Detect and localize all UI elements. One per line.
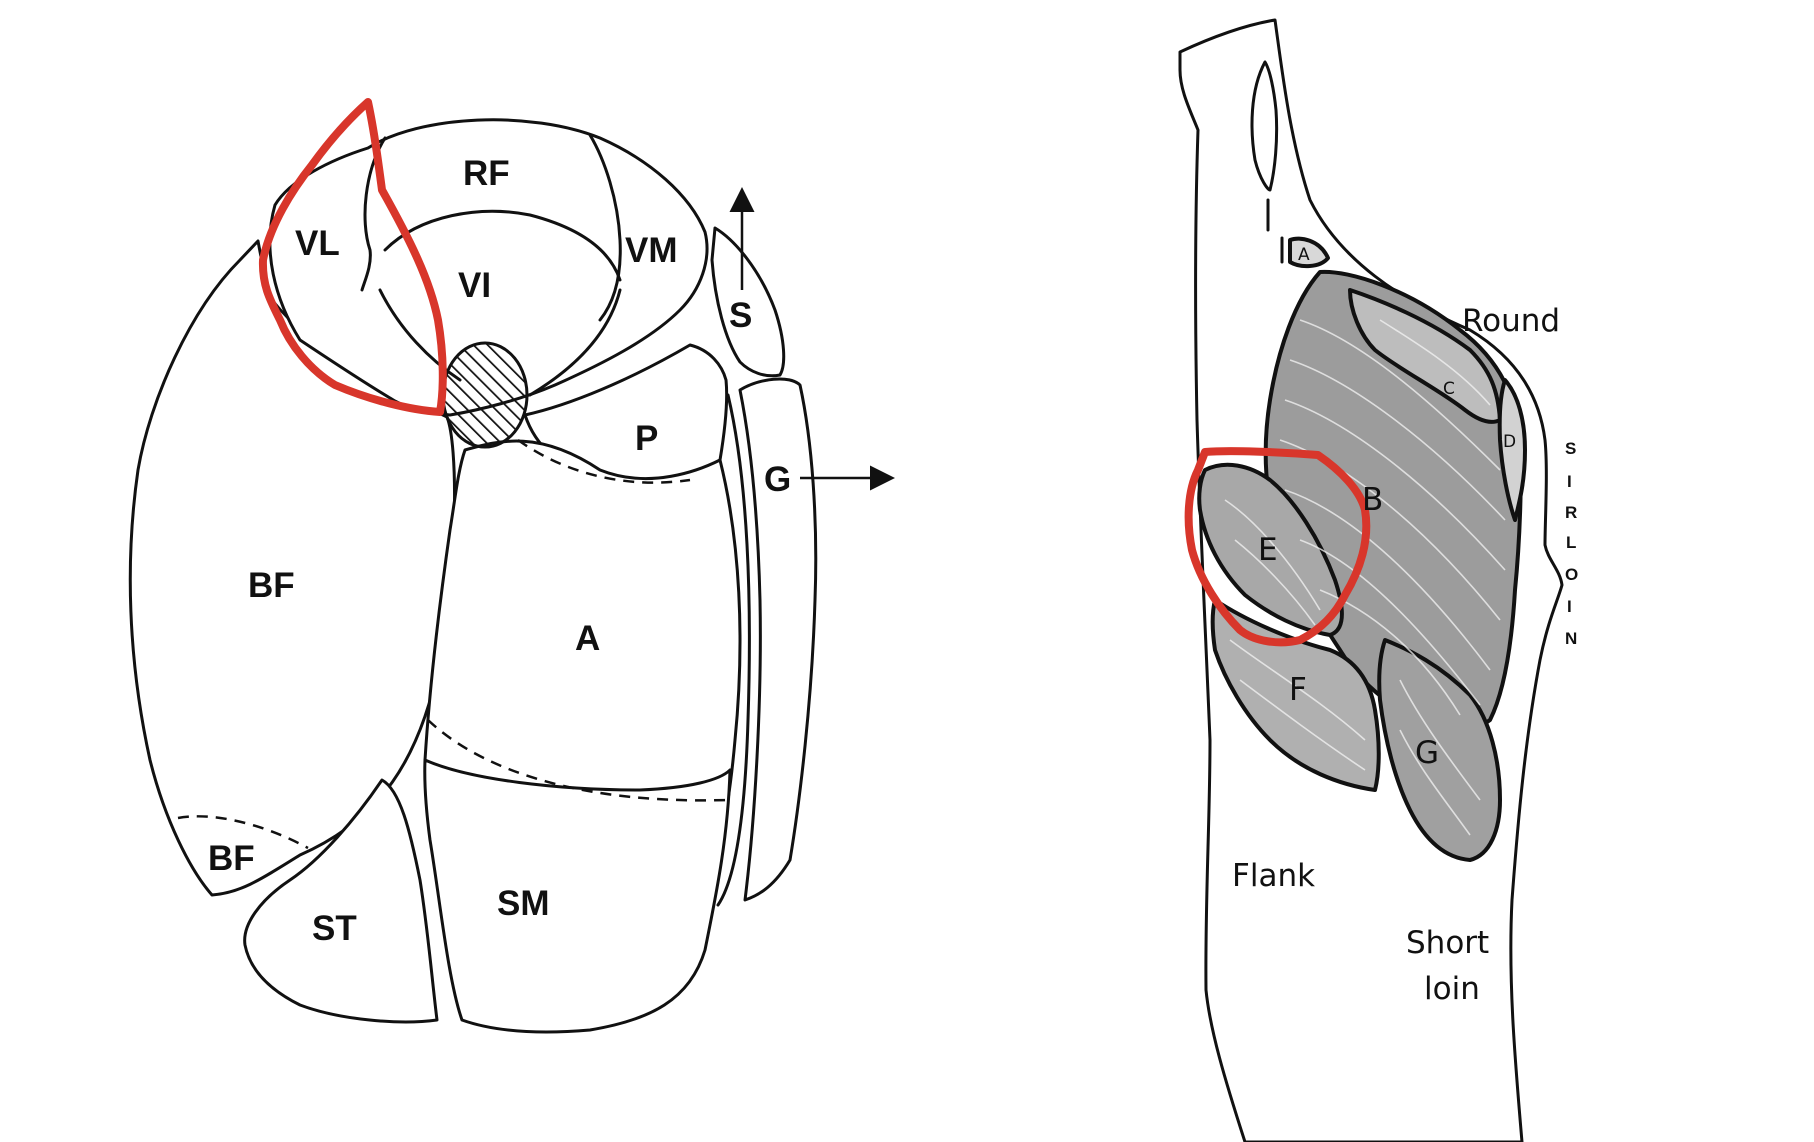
label-sirloin-letter: I — [1567, 597, 1572, 616]
cross-section-figure: RF VL VI VM S P G BF A BF ST SM — [128, 98, 895, 1034]
label-sirloin-letter: N — [1565, 629, 1577, 648]
label-flank: Flank — [1232, 858, 1315, 894]
boundary-g-inner — [716, 393, 751, 907]
label-bf-small: BF — [208, 839, 255, 878]
muscle-st — [243, 778, 439, 1024]
muscle-side-d — [1497, 378, 1527, 522]
label-side-g: G — [1415, 735, 1439, 771]
dash-a-sm — [427, 719, 729, 802]
label-bf: BF — [248, 566, 295, 605]
muscle-side-f — [1210, 598, 1381, 792]
label-side-b: B — [1362, 482, 1383, 518]
carcass-slit — [1250, 60, 1279, 192]
highlight-vl — [258, 98, 447, 416]
label-vl: VL — [295, 224, 340, 263]
label-sirloin-letter: S — [1565, 439, 1576, 458]
muscle-grain — [1224, 319, 1506, 836]
muscle-bf-small — [177, 815, 309, 850]
label-rf: RF — [463, 154, 510, 193]
muscle-sm — [423, 758, 732, 1034]
label-round: Round — [1462, 303, 1560, 339]
side-view-figure: A B C D E F G Round Flank Short loin S I… — [1178, 18, 1578, 1142]
label-vm: VM — [625, 231, 678, 270]
carcass-slit-2 — [1266, 198, 1284, 264]
muscle-side-c — [1348, 288, 1502, 424]
label-side-e: E — [1258, 532, 1278, 568]
boundary-rf-vi — [383, 209, 622, 282]
label-p: P — [635, 419, 658, 458]
label-sirloin-letter: R — [1565, 503, 1577, 522]
dash-p — [517, 438, 691, 484]
label-sirloin-letter: O — [1565, 565, 1578, 584]
muscle-rf — [268, 118, 709, 417]
femur-hatched — [441, 341, 529, 449]
label-sirloin-letter: L — [1566, 533, 1576, 552]
label-vi: VI — [458, 266, 491, 305]
label-sirloin-letter: I — [1567, 472, 1572, 491]
label-short: Short — [1406, 925, 1489, 961]
label-side-f: F — [1289, 672, 1307, 708]
highlight-e — [1184, 447, 1371, 647]
label-st: ST — [312, 909, 357, 948]
label-loin: loin — [1424, 971, 1480, 1007]
label-sirloin-vertical: S I R L O I N — [1565, 439, 1578, 648]
label-sm: SM — [497, 884, 550, 923]
label-g: G — [764, 460, 791, 499]
muscle-g — [738, 377, 818, 902]
muscle-side-g — [1377, 638, 1502, 862]
label-side-a: A — [1298, 245, 1310, 265]
label-a: A — [575, 619, 600, 658]
boundary-rf-vl — [360, 136, 387, 292]
boundary-rf-vm — [588, 133, 622, 322]
label-s: S — [729, 296, 752, 335]
label-side-c: C — [1443, 379, 1455, 399]
muscle-s — [710, 226, 786, 378]
label-side-d: D — [1503, 432, 1516, 452]
muscle-side-a — [1288, 236, 1330, 269]
